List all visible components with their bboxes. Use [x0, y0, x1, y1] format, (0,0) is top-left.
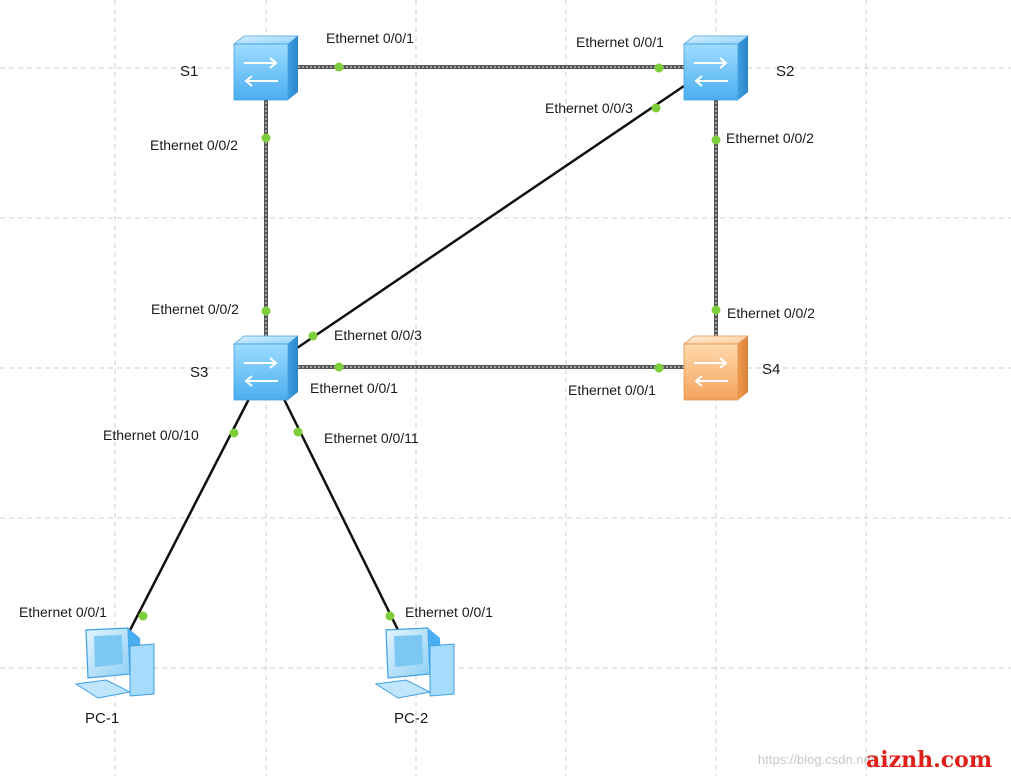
port-label-s2-e002: Ethernet 0/0/2 — [726, 130, 814, 146]
pc2-icon[interactable] — [374, 627, 455, 699]
port-dot — [308, 331, 318, 341]
device-label-pc1: PC-1 — [85, 710, 119, 727]
port-dot — [651, 103, 661, 113]
device-label-s2: S2 — [776, 63, 794, 80]
switch-s2-icon[interactable] — [682, 35, 750, 101]
port-label-s3-e001: Ethernet 0/0/1 — [310, 380, 398, 396]
device-label-s3: S3 — [190, 364, 208, 381]
port-label-s3-e003: Ethernet 0/0/3 — [334, 327, 422, 343]
port-label-pc2-e001: Ethernet 0/0/1 — [405, 604, 493, 620]
port-label-s3-e002: Ethernet 0/0/2 — [151, 301, 239, 317]
watermark-site: aiznh.com — [866, 747, 992, 773]
port-label-s3-e0010: Ethernet 0/0/10 — [103, 427, 199, 443]
port-dot — [334, 362, 344, 372]
port-label-s1-e002: Ethernet 0/0/2 — [150, 137, 238, 153]
port-label-s2-e003: Ethernet 0/0/3 — [545, 100, 633, 116]
port-dot — [711, 305, 721, 315]
port-dot — [654, 63, 664, 73]
port-label-s4-e002: Ethernet 0/0/2 — [727, 305, 815, 321]
port-dot — [654, 363, 664, 373]
port-label-s2-e001: Ethernet 0/0/1 — [576, 34, 664, 50]
port-dot — [261, 133, 271, 143]
device-label-s1: S1 — [180, 63, 198, 80]
port-label-s1-e001: Ethernet 0/0/1 — [326, 30, 414, 46]
switch-s1-icon[interactable] — [232, 35, 300, 101]
port-dots — [138, 62, 721, 621]
port-label-s4-e001: Ethernet 0/0/1 — [568, 382, 656, 398]
port-dot — [229, 428, 239, 438]
port-dot — [261, 306, 271, 316]
port-dot — [138, 611, 148, 621]
device-label-s4: S4 — [762, 361, 780, 378]
switch-s4-icon[interactable] — [682, 335, 750, 401]
port-dot — [334, 62, 344, 72]
watermark-blog-url: https://blog.csdn.net/... — [758, 752, 889, 767]
port-dot — [293, 427, 303, 437]
port-label-s3-e0011: Ethernet 0/0/11 — [324, 430, 419, 446]
port-label-pc1-e001: Ethernet 0/0/1 — [19, 604, 107, 620]
port-dot — [711, 135, 721, 145]
switch-s3-icon[interactable] — [232, 335, 300, 401]
link-s2-s3[interactable] — [296, 84, 685, 350]
port-dot — [385, 611, 395, 621]
device-label-pc2: PC-2 — [394, 710, 428, 727]
pc1-icon[interactable] — [74, 627, 155, 699]
